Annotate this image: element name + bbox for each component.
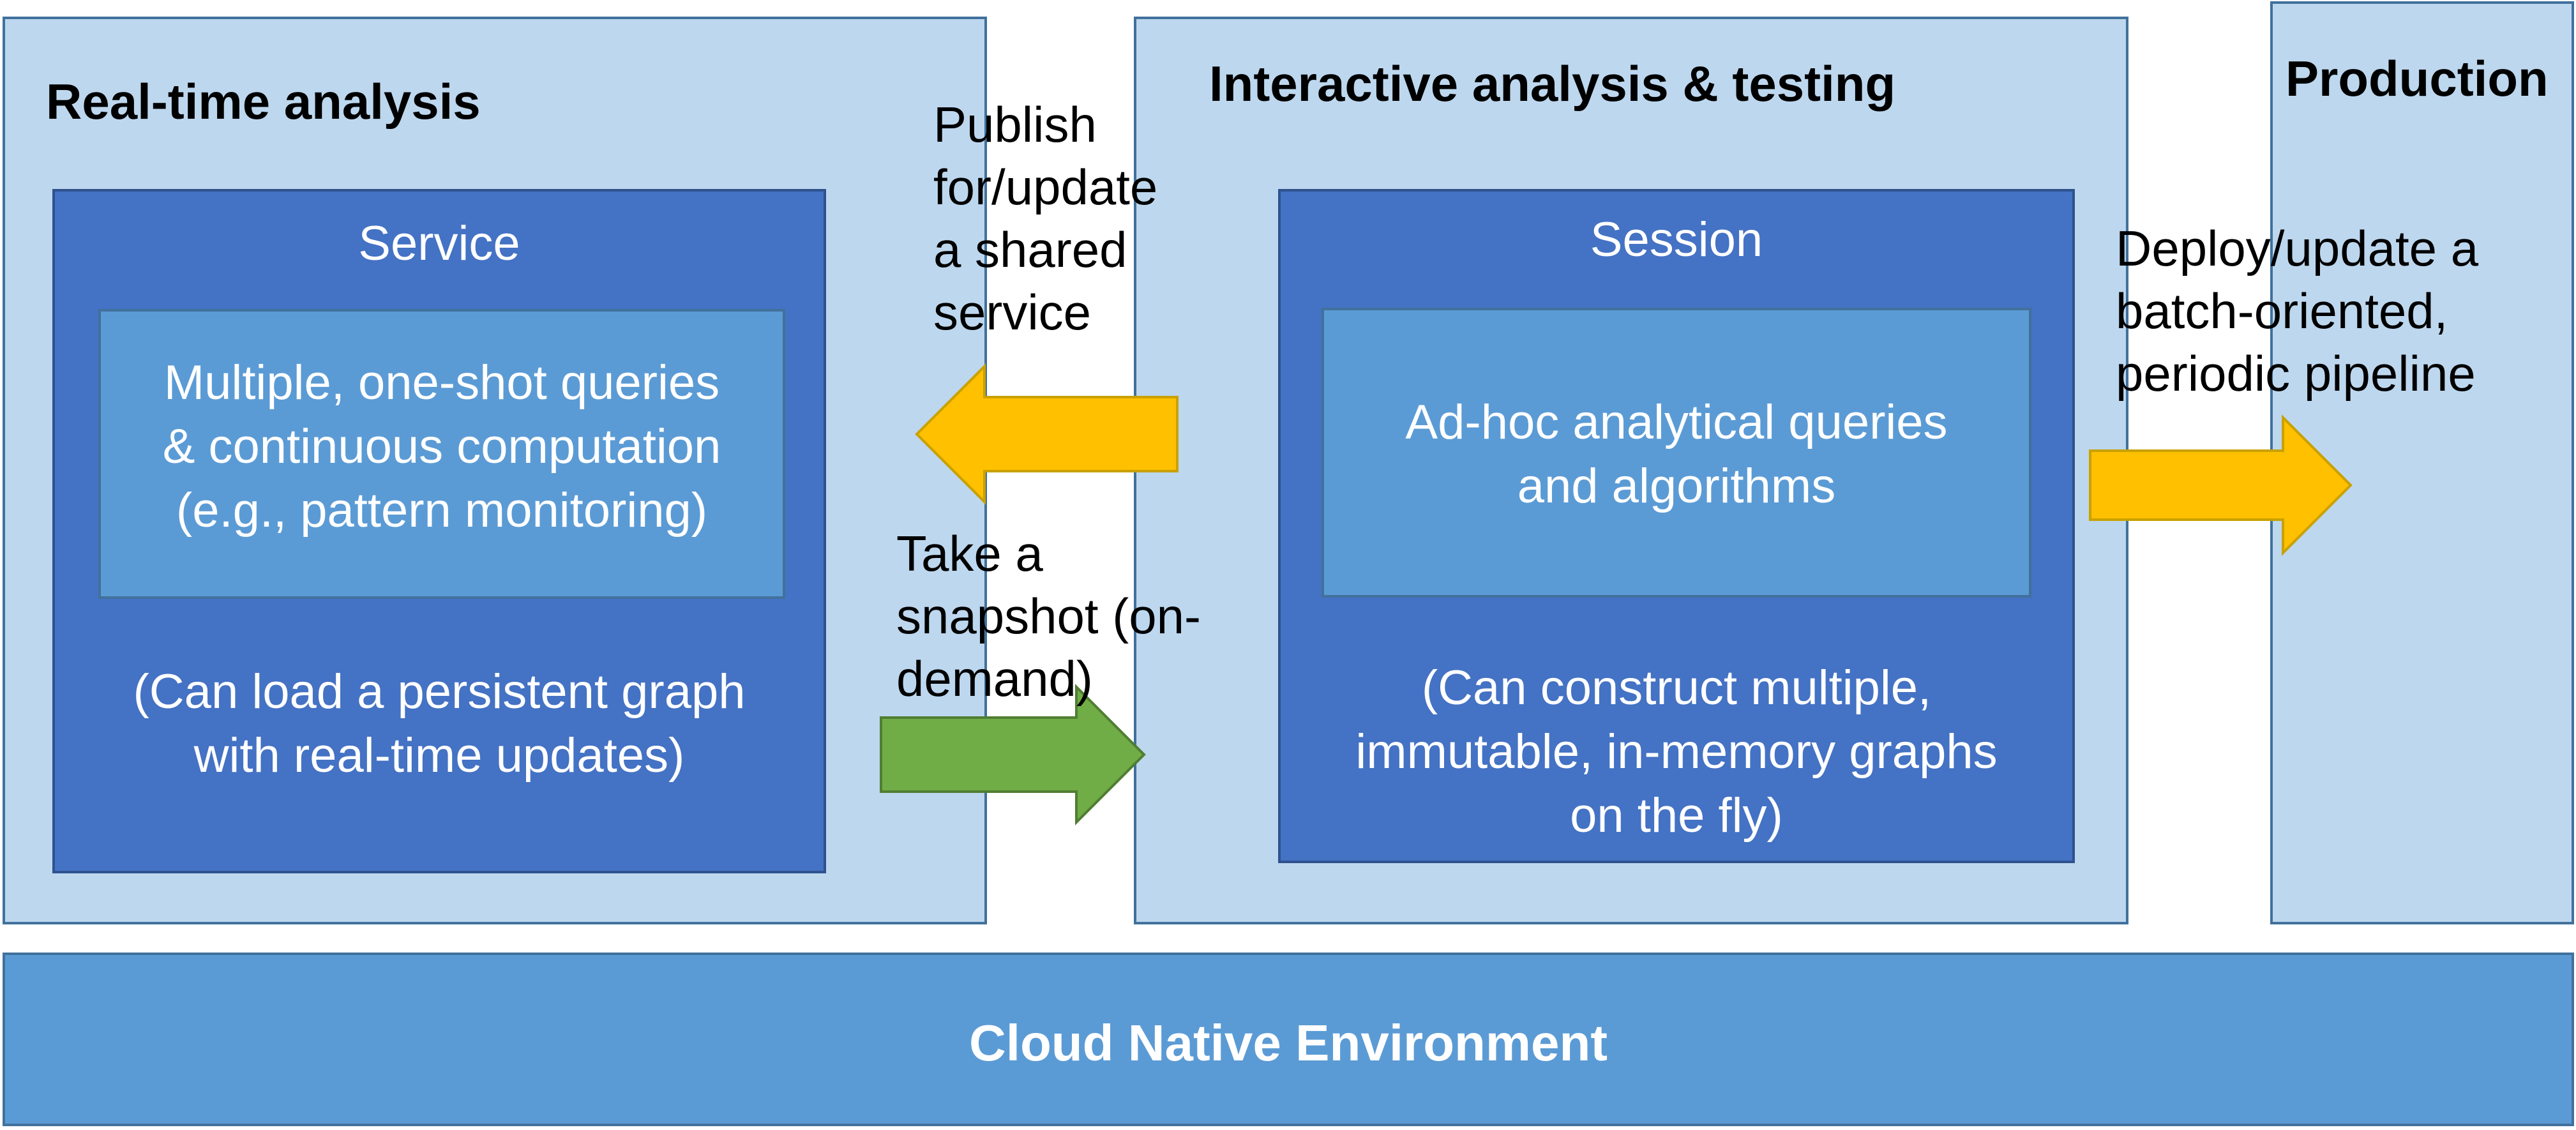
publish-label: Publish for/update a shared service	[933, 96, 1158, 340]
snapshot-arrow-shape	[880, 684, 1146, 825]
snapshot-arrow	[880, 684, 1146, 825]
cloud-native-environment-bar: Cloud Native Environment	[3, 953, 2574, 1126]
session-note: (Can construct multiple, immutable, in-m…	[1355, 661, 1998, 843]
deploy-arrow-shape	[2089, 414, 2353, 556]
publish-arrow	[915, 363, 1179, 505]
service-core-text: Multiple, one-shot queries & continuous …	[162, 356, 721, 538]
cloud-native-environment-label: Cloud Native Environment	[968, 1014, 1608, 1071]
service-label: Service	[358, 216, 520, 271]
deploy-label: Deploy/update a batch-oriented, periodic…	[2116, 220, 2479, 402]
publish-arrow-shape	[915, 363, 1179, 505]
service-core-box: Multiple, one-shot queries & continuous …	[98, 309, 785, 599]
deploy-arrow	[2089, 414, 2353, 556]
snapshot-label: Take a snapshot (on- demand)	[896, 525, 1201, 707]
service-note: (Can load a persistent graph with real-t…	[133, 665, 746, 783]
session-core-box: Ad-hoc analytical queries and algorithms	[1322, 308, 2031, 598]
session-core-text: Ad-hoc analytical queries and algorithms	[1405, 395, 1948, 513]
production-title: Production	[2286, 50, 2549, 107]
interactive-analysis-title: Interactive analysis & testing	[1209, 56, 1896, 112]
realtime-analysis-title: Real-time analysis	[46, 73, 481, 130]
session-label: Session	[1590, 213, 1763, 267]
